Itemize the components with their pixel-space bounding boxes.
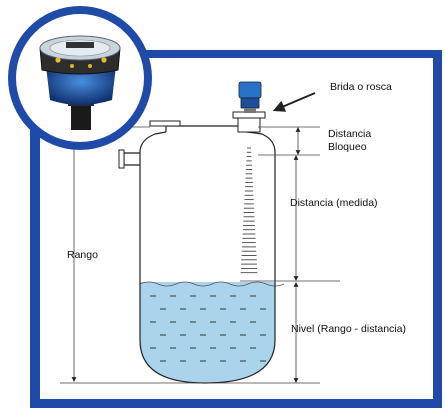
sensor-photo-icon [39,35,121,130]
sensor-neck [237,117,261,133]
left-nozzle-flange [118,149,125,169]
label-level: Nivel (Rango - distancia) [291,323,406,335]
label-blocking-distance-1: Distancia [328,128,371,140]
arrow-icon [272,92,316,112]
label-measured-distance: Distancia (medida) [290,197,378,209]
liquid-surface [139,281,285,287]
sensor-photo-inset [8,6,152,150]
liquid-body [140,282,275,383]
sensor-thread [244,108,256,113]
label-blocking-distance-2: Bloqueo [328,141,367,153]
label-flange: Brida o rosca [330,81,392,93]
ultrasonic-beam [240,147,258,274]
sensor-body [240,97,260,109]
label-range: Rango [67,249,98,261]
tank-outline [139,131,276,384]
liquid-dashes [150,295,266,362]
top-flange-left [149,120,181,127]
sensor-cap [238,81,262,99]
